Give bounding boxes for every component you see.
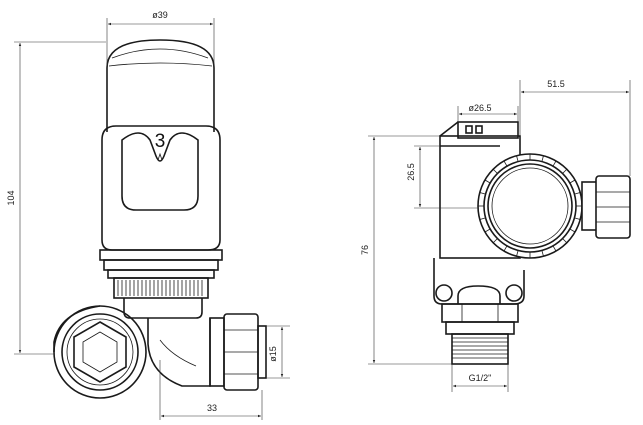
side-cap-slot-2: [475, 125, 483, 134]
knurled-ring: [113, 277, 209, 299]
side-head-inner: [491, 167, 569, 245]
dim-offset-label: 33: [207, 403, 217, 413]
head-notch: [479, 192, 486, 195]
elbow-body: [147, 318, 211, 387]
head-notch: [492, 168, 498, 174]
side-lower-boss-left: [435, 284, 453, 302]
dim-51-label: 51.5: [547, 79, 565, 89]
collar-band-1: [99, 249, 223, 261]
head-cap-seam: [108, 62, 213, 67]
side-connector-band: [445, 321, 515, 335]
inlet-inner-ring: [61, 313, 139, 391]
side-head-ring-3: [487, 163, 573, 249]
head-notch: [574, 192, 581, 195]
side-hex-top: [457, 285, 501, 304]
inlet-thread-ring: [66, 318, 134, 386]
head-cap-highlight: [111, 48, 209, 59]
compression-nut-back: [209, 317, 225, 387]
head-notch: [562, 168, 568, 174]
head-notch: [552, 245, 557, 252]
side-top-cap: [457, 121, 519, 139]
head-notch: [492, 238, 498, 244]
head-notch: [479, 217, 486, 220]
head-notch: [574, 217, 581, 220]
dim-26dia-label: ø26.5: [468, 103, 491, 113]
dim-76-label: 76: [360, 245, 370, 255]
side-lower-boss-right: [505, 284, 523, 302]
collar-band-3: [107, 269, 215, 279]
dim-26h-label: 26.5: [406, 163, 416, 181]
elbow-contour: [159, 339, 197, 367]
head-notch: [503, 245, 508, 252]
head-notch: [541, 155, 544, 162]
head-notch: [516, 250, 519, 257]
head-notch: [569, 228, 576, 233]
inlet-left-edge: [53, 305, 101, 352]
head-notch: [541, 250, 544, 257]
pipe-stub: [257, 325, 267, 379]
indicator-mark: [157, 152, 163, 161]
side-cap-slot-1: [465, 125, 473, 134]
head-notch: [516, 155, 519, 162]
head-notch: [562, 238, 568, 244]
dim-height-total-label: 104: [6, 190, 16, 205]
side-thread: [451, 333, 509, 365]
dial-number: 3: [155, 131, 166, 152]
inlet-hex-inner: [82, 331, 118, 373]
front-view: ø39 104 ø15 33 3: [6, 10, 290, 420]
valve-neck: [123, 298, 203, 319]
head-notch: [569, 179, 576, 184]
head-grip-cutout: [121, 132, 199, 211]
side-thread-lines: [452, 337, 508, 359]
head-notch: [503, 160, 508, 167]
inlet-hex-socket: [73, 321, 127, 383]
side-top-chamfer: [439, 121, 459, 137]
side-hex-nut: [441, 303, 519, 323]
head-cap-outline: [106, 39, 215, 132]
knurl-lines: [117, 280, 203, 296]
side-lower-body: [433, 258, 525, 305]
dim-thread-label: G1/2": [469, 373, 492, 383]
head-body: [101, 125, 221, 251]
dim-width-top-label: ø39: [152, 10, 168, 20]
dim-pipe-dia-label: ø15: [268, 346, 278, 362]
collar-band-2: [103, 259, 219, 271]
inlet-outer-ring: [53, 305, 147, 399]
side-view: 51.5 ø26.5 26.5 76 G1/2": [360, 79, 631, 392]
head-notch: [552, 160, 557, 167]
head-notch: [484, 228, 491, 233]
side-head-notches: [478, 154, 582, 258]
head-notch: [484, 179, 491, 184]
